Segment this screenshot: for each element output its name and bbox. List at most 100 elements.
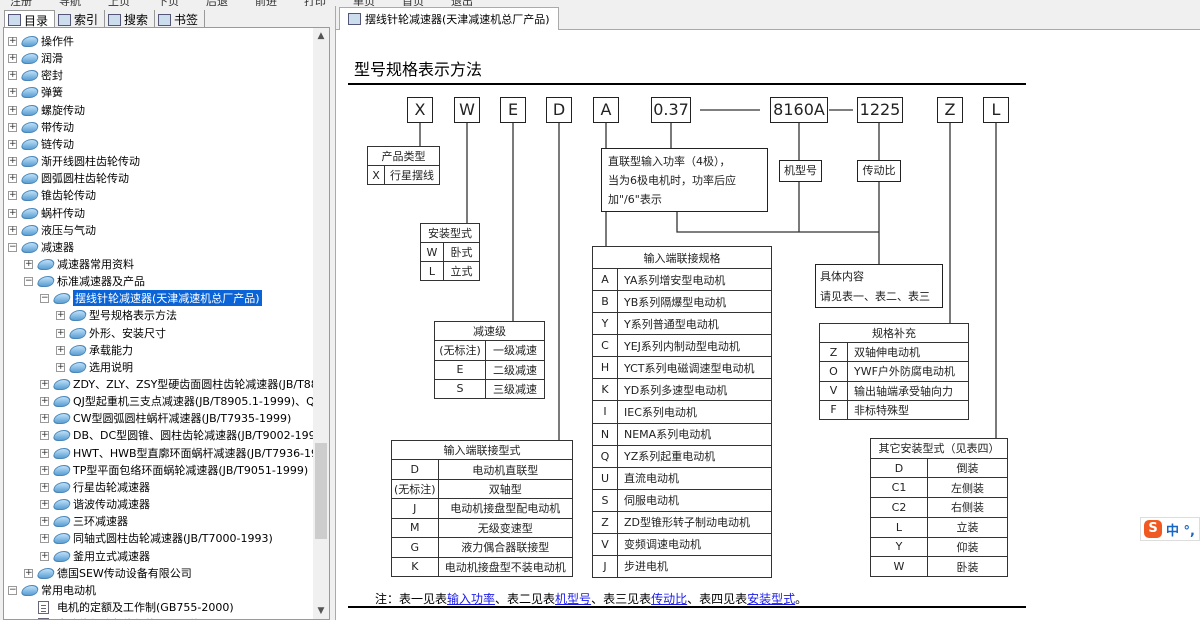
expand-icon[interactable]: + [8, 190, 17, 201]
expand-icon[interactable]: + [8, 53, 17, 64]
tree-item[interactable]: +外形、安装尺寸 [4, 325, 313, 342]
tree-item[interactable]: −减速器 [4, 239, 313, 256]
expand-icon[interactable]: + [8, 207, 17, 218]
toolbar-button[interactable]: 上页 [108, 0, 130, 6]
tree-item[interactable]: +德国SEW传动设备有限公司 [4, 565, 313, 582]
tree-item[interactable]: +QJ型起重机三支点减速器(JB/T8905.1-1999)、QJ-D型 [4, 393, 329, 410]
expand-icon[interactable]: + [56, 327, 65, 338]
tree-item[interactable]: +同轴式圆柱齿轮减速器(JB/T7000-1993) [4, 530, 313, 547]
expand-icon[interactable]: + [8, 70, 17, 81]
expand-icon[interactable]: + [8, 36, 17, 46]
tree-item[interactable]: +釜用立式减速器 [4, 548, 313, 565]
tree-item[interactable]: +ZDY、ZLY、ZSY型硬齿面圆柱齿轮减速器(JB/T8853-2 [4, 376, 329, 393]
expand-icon[interactable]: + [40, 413, 49, 424]
expand-icon[interactable]: + [40, 550, 49, 561]
note-link[interactable]: 传动比 [651, 592, 688, 606]
tree-item-label: 承载能力 [89, 343, 133, 357]
collapse-icon[interactable]: − [24, 276, 33, 287]
expand-icon[interactable]: + [8, 104, 17, 115]
expand-icon[interactable]: + [40, 481, 49, 492]
note-link[interactable]: 安装型式 [747, 592, 796, 606]
tab-index[interactable]: 索引 [55, 10, 106, 29]
tree-item[interactable]: +减速器常用资料 [4, 256, 313, 273]
expand-icon[interactable]: + [24, 567, 33, 578]
toolbar-button[interactable]: 下页 [157, 0, 179, 6]
collapse-icon[interactable]: − [8, 241, 17, 252]
tree-scrollbar[interactable]: ▲ ▼ [313, 28, 329, 619]
tree-item[interactable]: −标准减速器及产品 [4, 273, 313, 290]
toolbar-button[interactable]: 后退 [206, 0, 228, 6]
expand-icon[interactable]: + [8, 87, 17, 98]
expand-icon[interactable]: + [56, 310, 65, 321]
collapse-icon[interactable]: − [40, 293, 49, 304]
expand-icon[interactable]: + [8, 156, 17, 167]
toolbar-button[interactable]: 导航 [59, 0, 81, 6]
tree-item[interactable]: +HWT、HWB型直廓环面蜗杆减速器(JB/T7936-1999) [4, 445, 329, 462]
expand-icon[interactable]: + [8, 121, 17, 132]
code-box: 8160A [770, 97, 828, 123]
tree-item[interactable]: +润滑 [4, 50, 313, 67]
note-link[interactable]: 机型号 [555, 592, 592, 606]
expand-icon[interactable]: + [8, 224, 17, 235]
table-header-row: 其它安装型式（见表四） [870, 438, 1008, 459]
tree-item[interactable]: −常用电动机 [4, 582, 313, 599]
scroll-down-arrow-icon[interactable]: ▼ [317, 606, 325, 616]
scroll-up-arrow-icon[interactable]: ▲ [317, 31, 325, 41]
tree-item[interactable]: +圆弧圆柱齿轮传动 [4, 170, 313, 187]
tree-item[interactable]: +带传动 [4, 119, 313, 136]
tree-item[interactable]: +操作件 [4, 33, 313, 50]
tree-item[interactable]: +谐波传动减速器 [4, 496, 313, 513]
tree-item[interactable]: +锥齿轮传动 [4, 187, 313, 204]
tab-bookmarks[interactable]: 书签 [155, 10, 206, 29]
tree-item[interactable]: +TP型平面包络环面蜗轮减速器(JB/T9051-1999) [4, 462, 313, 479]
toolbar-button[interactable]: 前进 [255, 0, 277, 6]
expand-icon[interactable]: + [24, 258, 33, 269]
tree-item[interactable]: +型号规格表示方法 [4, 307, 313, 324]
expand-icon[interactable]: + [40, 499, 49, 510]
tree-item[interactable]: +选用说明 [4, 359, 313, 376]
expand-icon[interactable]: + [40, 533, 49, 544]
note-link[interactable]: 输入功率 [447, 592, 496, 606]
expand-icon[interactable]: + [8, 173, 17, 184]
tree-item[interactable]: −摆线针轮减速器(天津减速机总厂产品) [4, 290, 313, 307]
tab-contents[interactable]: 目录 [4, 10, 56, 29]
tree-item[interactable]: + 承载能力 [4, 342, 313, 359]
toolbar-button[interactable]: 注册 [10, 0, 32, 6]
ime-indicator[interactable]: S 中 °, [1140, 517, 1200, 541]
code-cell: M [391, 517, 439, 539]
tree-item[interactable]: +DB、DC型圆锥、圆柱齿轮减速器(JB/T9002-1999) [4, 427, 327, 444]
toolbar-button[interactable]: 首页 [402, 0, 424, 6]
expand-icon[interactable]: + [40, 379, 49, 389]
tree-item[interactable]: +蜗杆传动 [4, 205, 313, 222]
tree-item[interactable]: 交流绕组冷却绕组的温升限值(GB755-2000) [4, 616, 313, 619]
scroll-thumb[interactable] [315, 443, 327, 539]
toolbar-button[interactable]: 退出 [451, 0, 473, 6]
tree-item[interactable]: +螺旋传动 [4, 102, 313, 119]
tree-item[interactable]: +弹簧 [4, 84, 313, 101]
expand-icon[interactable]: + [8, 138, 17, 149]
expand-icon[interactable]: + [40, 396, 49, 407]
tree-item[interactable]: +液压与气动 [4, 222, 313, 239]
tree-item[interactable]: +行星齿轮减速器 [4, 479, 313, 496]
toolbar-button[interactable]: 打印 [304, 0, 326, 6]
content-tab[interactable]: 摆线针轮减速器(天津减速机总厂产品) [339, 7, 559, 30]
tree-item[interactable]: +CW型圆弧圆柱蜗杆减速器(JB/T7935-1999) [4, 410, 313, 427]
tree-item[interactable]: +三环减速器 [4, 513, 313, 530]
expand-icon[interactable]: + [40, 464, 49, 475]
toolbar-button[interactable]: 单页 [353, 0, 375, 6]
tree-item[interactable]: +渐开线圆柱齿轮传动 [4, 153, 313, 170]
tree-item[interactable]: +链传动 [4, 136, 313, 153]
expand-icon[interactable]: + [56, 361, 65, 372]
expand-icon[interactable]: + [56, 344, 65, 355]
description-cell: NEMA系列电动机 [617, 422, 772, 446]
expand-icon[interactable]: + [40, 447, 49, 458]
tree-item[interactable]: 电机的定额及工作制(GB755-2000) [4, 599, 313, 616]
collapse-icon[interactable]: − [8, 584, 17, 595]
tree-item[interactable]: +密封 [4, 67, 313, 84]
expand-icon[interactable]: + [40, 516, 49, 527]
details-box: 具体内容请见表一、表二、表三 [815, 264, 943, 308]
tab-search[interactable]: 搜索 [105, 10, 156, 29]
expand-icon[interactable]: + [40, 430, 49, 441]
